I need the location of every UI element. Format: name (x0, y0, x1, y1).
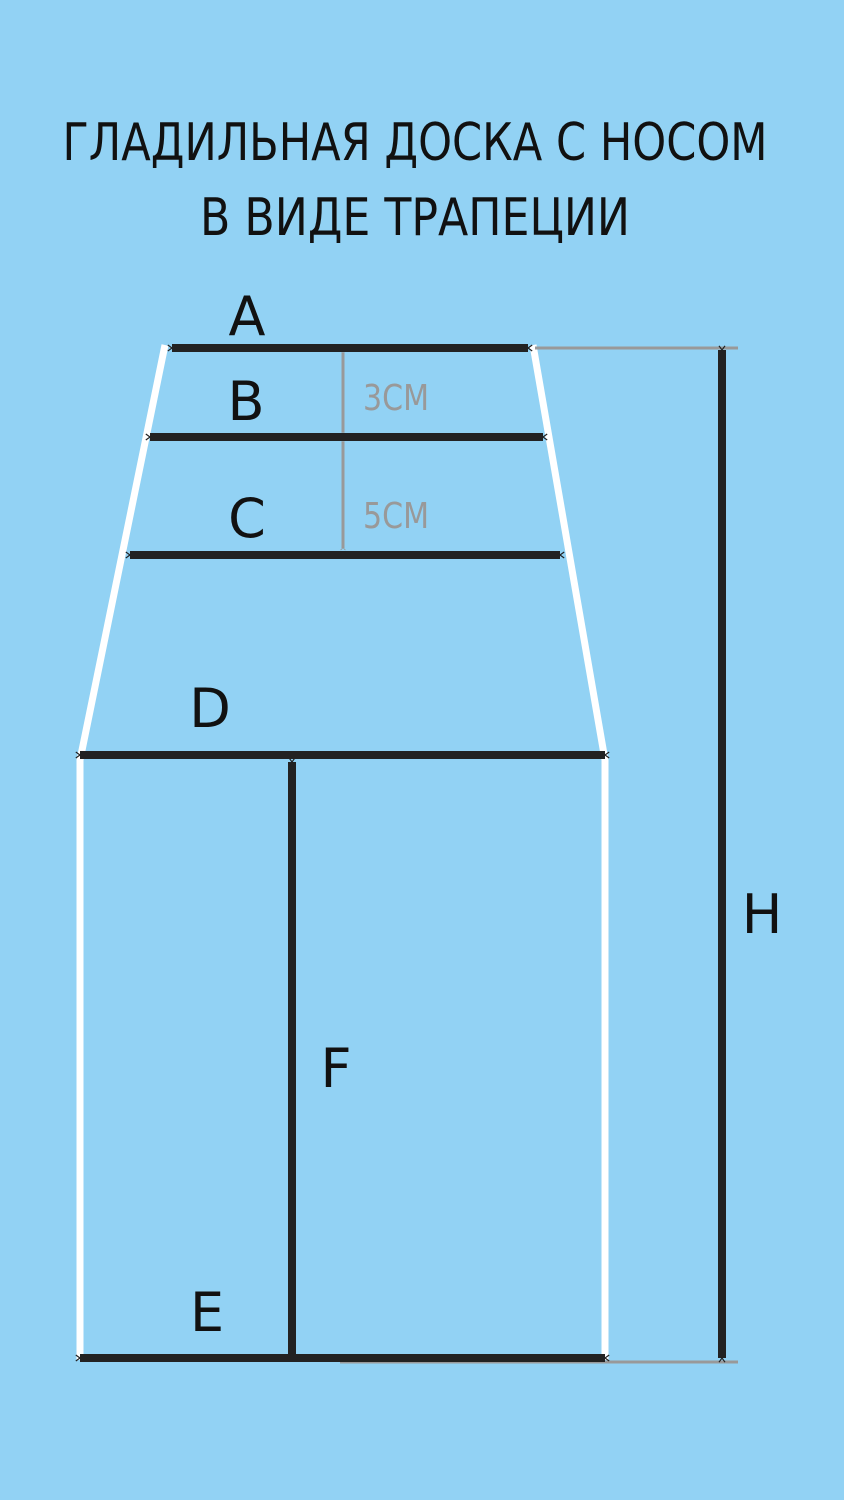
outline-right (529, 344, 609, 1360)
title-line-2: В ВИДЕ ТРАПЕЦИИ (200, 188, 630, 248)
label-d: D (189, 677, 231, 740)
label-e: E (190, 1281, 224, 1344)
label-f: F (320, 1037, 351, 1100)
label-c: C (228, 487, 266, 550)
spacing-label-ab: 3СМ (363, 378, 429, 419)
label-a: A (229, 285, 266, 348)
title-line-1: ГЛАДИЛЬНАЯ ДОСКА С НОСОМ (63, 113, 768, 173)
label-b: B (227, 370, 264, 433)
outline-left (76, 344, 169, 1360)
board-outline (76, 344, 609, 1360)
spacing-label-bc: 5СМ (363, 496, 429, 537)
label-h: H (742, 883, 783, 946)
